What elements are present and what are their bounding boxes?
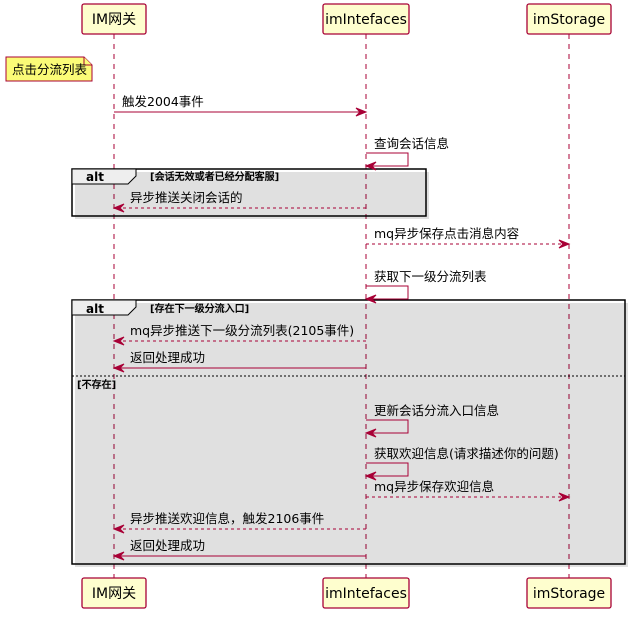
participant-label-bottom-2: imStorage bbox=[533, 586, 605, 602]
message-label: 返回处理成功 bbox=[130, 350, 205, 365]
message-label: 查询会话信息 bbox=[374, 136, 449, 151]
participant-label-top-2: imStorage bbox=[533, 12, 605, 28]
self-message-arrow bbox=[366, 285, 409, 300]
message-arrowhead bbox=[112, 363, 125, 373]
fragment-alt-2 bbox=[71, 299, 626, 565]
fragment-alt-1-condition: [会话无效或者已经分配客服] bbox=[150, 170, 279, 183]
message-label: 更新会话分流入口信息 bbox=[374, 403, 499, 418]
participant-box-bottom-2 bbox=[526, 577, 612, 609]
fragment-alt-2-keyword: alt bbox=[86, 302, 104, 316]
fragment-alt-1-keyword: alt bbox=[86, 170, 104, 184]
message-arrowhead bbox=[112, 551, 125, 561]
message-arrowhead bbox=[112, 203, 125, 213]
self-message-arrow bbox=[366, 152, 409, 167]
fragment-alt-1-tab bbox=[71, 168, 137, 185]
self-message-arrowhead bbox=[364, 294, 377, 304]
note-fold bbox=[83, 57, 92, 66]
fragment-alt-2-condition: [存在下一级分流入口] bbox=[150, 302, 249, 315]
self-message-arrow bbox=[366, 419, 409, 434]
participant-box-top-1 bbox=[322, 3, 410, 35]
note-box bbox=[5, 56, 93, 82]
message-arrowhead bbox=[558, 492, 571, 502]
self-message-arrowhead bbox=[364, 161, 377, 171]
participant-box-bottom-0 bbox=[81, 577, 147, 609]
message-label: 触发2004事件 bbox=[122, 94, 204, 109]
message-arrowhead bbox=[112, 524, 125, 534]
self-message-arrow bbox=[366, 462, 409, 477]
participant-label-bottom-0: IM网关 bbox=[92, 586, 136, 602]
participant-box-bottom-1 bbox=[322, 577, 410, 609]
message-label: 获取下一级分流列表 bbox=[374, 269, 487, 284]
message-label: 异步推送关闭会话的 bbox=[130, 190, 243, 205]
message-label: mq异步保存点击消息内容 bbox=[374, 226, 519, 241]
participant-label-top-1: imIntefaces bbox=[325, 12, 407, 28]
participant-box-top-0 bbox=[81, 3, 147, 35]
message-label: mq异步推送下一级分流列表(2105事件) bbox=[130, 323, 354, 338]
message-label: 返回处理成功 bbox=[130, 538, 205, 553]
message-arrowhead bbox=[112, 336, 125, 346]
self-message-arrowhead bbox=[364, 428, 377, 438]
message-label: 获取欢迎信息(请求描述你的问题) bbox=[374, 446, 559, 461]
message-arrowhead bbox=[558, 239, 571, 249]
participant-label-bottom-1: imIntefaces bbox=[325, 586, 407, 602]
fragment-alt-2-shadow bbox=[75, 303, 628, 567]
fragment-alt-1 bbox=[71, 168, 427, 217]
participant-box-top-2 bbox=[526, 3, 612, 35]
participant-label-top-0: IM网关 bbox=[92, 12, 136, 28]
fragment-alt-1-shadow bbox=[75, 172, 429, 219]
self-message-arrowhead bbox=[364, 471, 377, 481]
note-text: 点击分流列表 bbox=[12, 62, 88, 77]
message-arrowhead bbox=[355, 107, 368, 117]
fragment-alt-2-tab bbox=[71, 299, 137, 316]
message-label: mq异步保存欢迎信息 bbox=[374, 479, 494, 494]
fragment-else-condition: [不存在] bbox=[77, 378, 116, 391]
message-label: 异步推送欢迎信息，触发2106事件 bbox=[130, 511, 324, 526]
